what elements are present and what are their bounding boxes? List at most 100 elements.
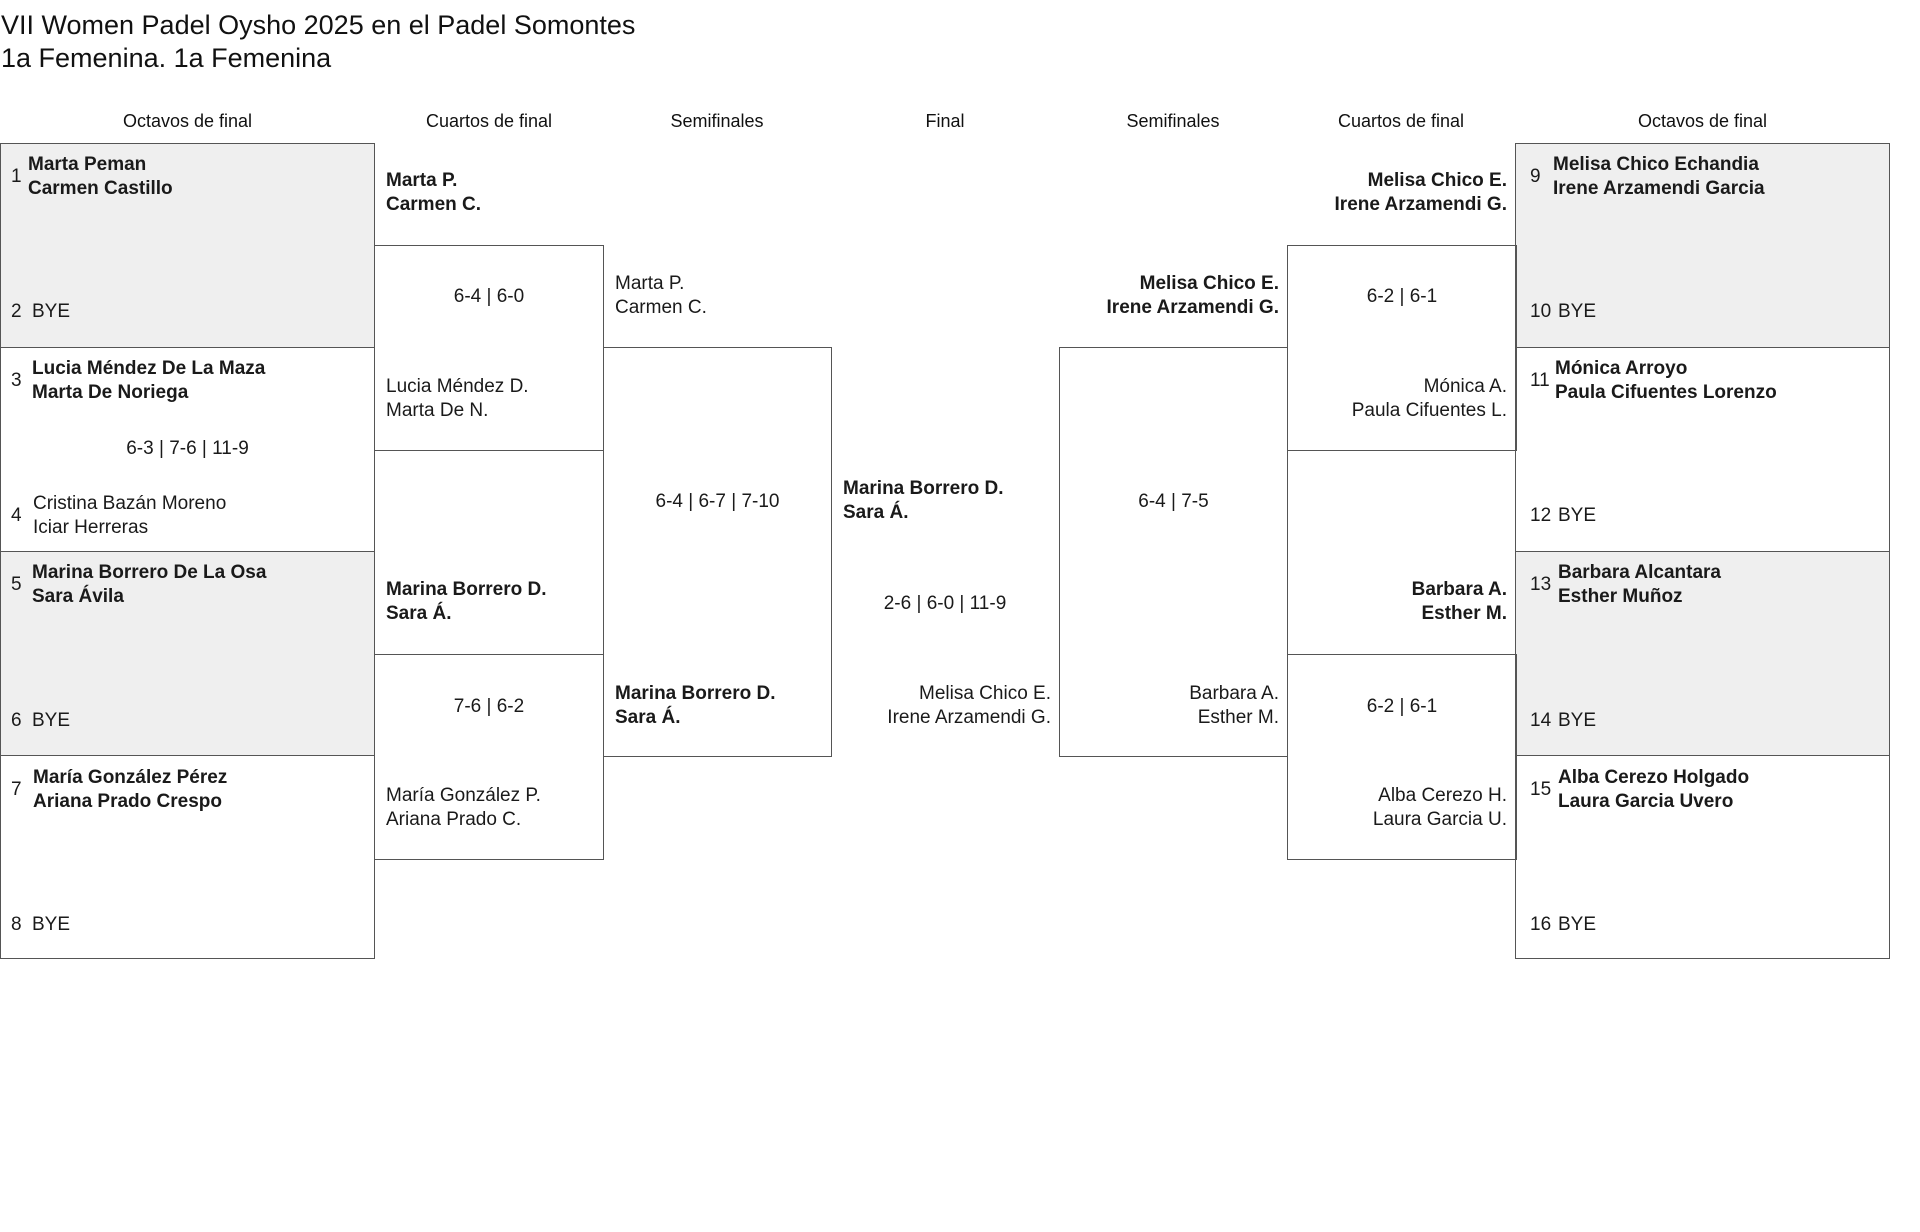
team-entry-11: Mónica Arroyo Paula Cifuentes Lorenzo [1555,357,1777,405]
player-name: Marta De N. [386,400,489,421]
player-name: Marta De Noriega [32,382,189,403]
team-entry-15: Alba Cerezo Holgado Laura Garcia Uvero [1558,766,1749,814]
final-team-2: Melisa Chico E. Irene Arzamendi G. [887,682,1051,730]
player-name: Marta P. [386,170,458,191]
match-score: 6-4 | 6-7 | 7-10 [655,491,780,512]
r16-match-box-5 [1515,143,1890,348]
player-name: BYE [1558,914,1597,935]
header-qf-left: Cuartos de final [425,111,553,131]
seed-number: 3 [11,370,22,391]
player-name: Sara Ávila [32,586,124,607]
player-name: Mónica Arroyo [1555,358,1688,379]
qf-left-team-2: Lucia Méndez D. Marta De N. [386,375,529,423]
player-name: Ariana Prado Crespo [33,791,222,812]
player-name: Melisa Chico E. [919,683,1051,704]
seed-number: 13 [1530,574,1552,595]
team-entry-12: BYE [1558,504,1596,528]
player-name: Laura Garcia Uvero [1558,791,1734,812]
player-name: Sara Á. [615,707,681,728]
player-name: Alba Cerezo Holgado [1558,767,1750,788]
r16-match-box-8 [1515,755,1890,959]
player-name: María González P. [386,785,541,806]
player-name: Marina Borrero D. [615,683,776,704]
player-name: Paula Cifuentes L. [1351,400,1507,421]
player-name: Lucia Méndez De La Maza [32,358,266,379]
header-r16-left: Octavos de final [122,111,253,131]
sf-left-team-1: Marta P. Carmen C. [615,272,707,320]
player-name: BYE [1558,301,1597,322]
sf-left-box [603,347,832,757]
player-name: Carmen Castillo [28,178,173,199]
seed-number: 10 [1530,301,1552,322]
match-score: 6-3 | 7-6 | 11-9 [126,438,249,459]
match-score: 6-2 | 6-1 [1366,696,1438,717]
team-entry-1: Marta Peman Carmen Castillo [28,153,173,201]
seed-number: 14 [1530,710,1552,731]
player-name: Iciar Herreras [33,517,149,538]
player-name: Melisa Chico E. [1367,170,1507,191]
qf-right-team-1: Melisa Chico E. Irene Arzamendi G. [1335,169,1507,217]
header-final: Final [925,111,965,131]
team-entry-7: María González Pérez Ariana Prado Crespo [33,766,227,814]
match-score: 6-2 | 6-1 [1366,286,1438,307]
player-name: BYE [1558,505,1597,526]
team-entry-3: Lucia Méndez De La Maza Marta De Noriega [32,357,265,405]
player-name: Irene Arzamendi G. [1106,297,1279,318]
player-name: Melisa Chico E. [1139,273,1279,294]
qf-left-box-2 [374,654,604,860]
sf-right-box [1059,347,1288,757]
team-entry-5: Marina Borrero De La Osa Sara Ávila [32,561,266,609]
seed-number: 4 [11,505,22,526]
sf-left-team-2: Marina Borrero D. Sara Á. [615,682,775,730]
player-name: Barbara A. [1189,683,1279,704]
r16-match-box-1 [0,143,375,348]
page-title: VII Women Padel Oysho 2025 en el Padel S… [1,10,636,40]
player-name: Irene Arzamendi G. [1334,194,1507,215]
final-team-1: Marina Borrero D. Sara Á. [843,477,1003,525]
player-name: María González Pérez [33,767,228,788]
header-qf-right: Cuartos de final [1337,111,1465,131]
player-name: Marina Borrero D. [386,579,547,600]
player-name: Melisa Chico Echandia [1553,154,1759,175]
player-name: BYE [32,301,71,322]
match-score: 6-4 | 7-5 [1138,491,1209,512]
qf-left-team-3: Marina Borrero D. Sara Á. [386,578,546,626]
r16-match-box-3 [0,551,375,756]
seed-number: 1 [11,166,22,187]
team-entry-10: BYE [1558,300,1596,324]
player-name: Lucia Méndez D. [386,376,529,397]
player-name: Esther Muñoz [1558,586,1683,607]
player-name: Sara Á. [843,502,909,523]
seed-number: 5 [11,574,22,595]
player-name: Ariana Prado C. [386,809,522,830]
team-entry-9: Melisa Chico Echandia Irene Arzamendi Ga… [1553,153,1765,201]
header-sf-right: Semifinales [1126,111,1220,131]
player-name: Irene Arzamendi G. [887,707,1051,728]
player-name: Carmen C. [615,297,707,318]
qf-left-team-4: María González P. Ariana Prado C. [386,784,541,832]
header-r16-right: Octavos de final [1637,111,1768,131]
match-score: 6-4 | 6-0 [453,286,525,307]
player-name: Barbara A. [1411,579,1507,600]
team-entry-8: BYE [32,913,70,937]
final-score: 2-6 | 6-0 | 11-9 [883,593,1007,614]
player-name: Carmen C. [386,194,482,215]
player-name: Alba Cerezo H. [1378,785,1507,806]
seed-number: 8 [11,914,22,935]
player-name: Marta Peman [28,154,147,175]
qf-right-team-2: Mónica A. Paula Cifuentes L. [1352,375,1507,423]
seed-number: 7 [11,779,22,800]
team-entry-16: BYE [1558,913,1596,937]
player-name: Esther M. [1421,603,1507,624]
seed-number: 2 [11,301,22,322]
qf-right-team-3: Barbara A. Esther M. [1412,578,1507,626]
sf-right-team-2: Barbara A. Esther M. [1189,682,1279,730]
team-entry-2: BYE [32,300,70,324]
page-subtitle: 1a Femenina. 1a Femenina [1,43,332,73]
player-name: Marina Borrero D. [843,478,1004,499]
player-name: Esther M. [1197,707,1279,728]
player-name: Cristina Bazán Moreno [33,493,227,514]
player-name: Irene Arzamendi Garcia [1553,178,1765,199]
seed-number: 6 [11,710,22,731]
seed-number: 9 [1530,166,1541,187]
